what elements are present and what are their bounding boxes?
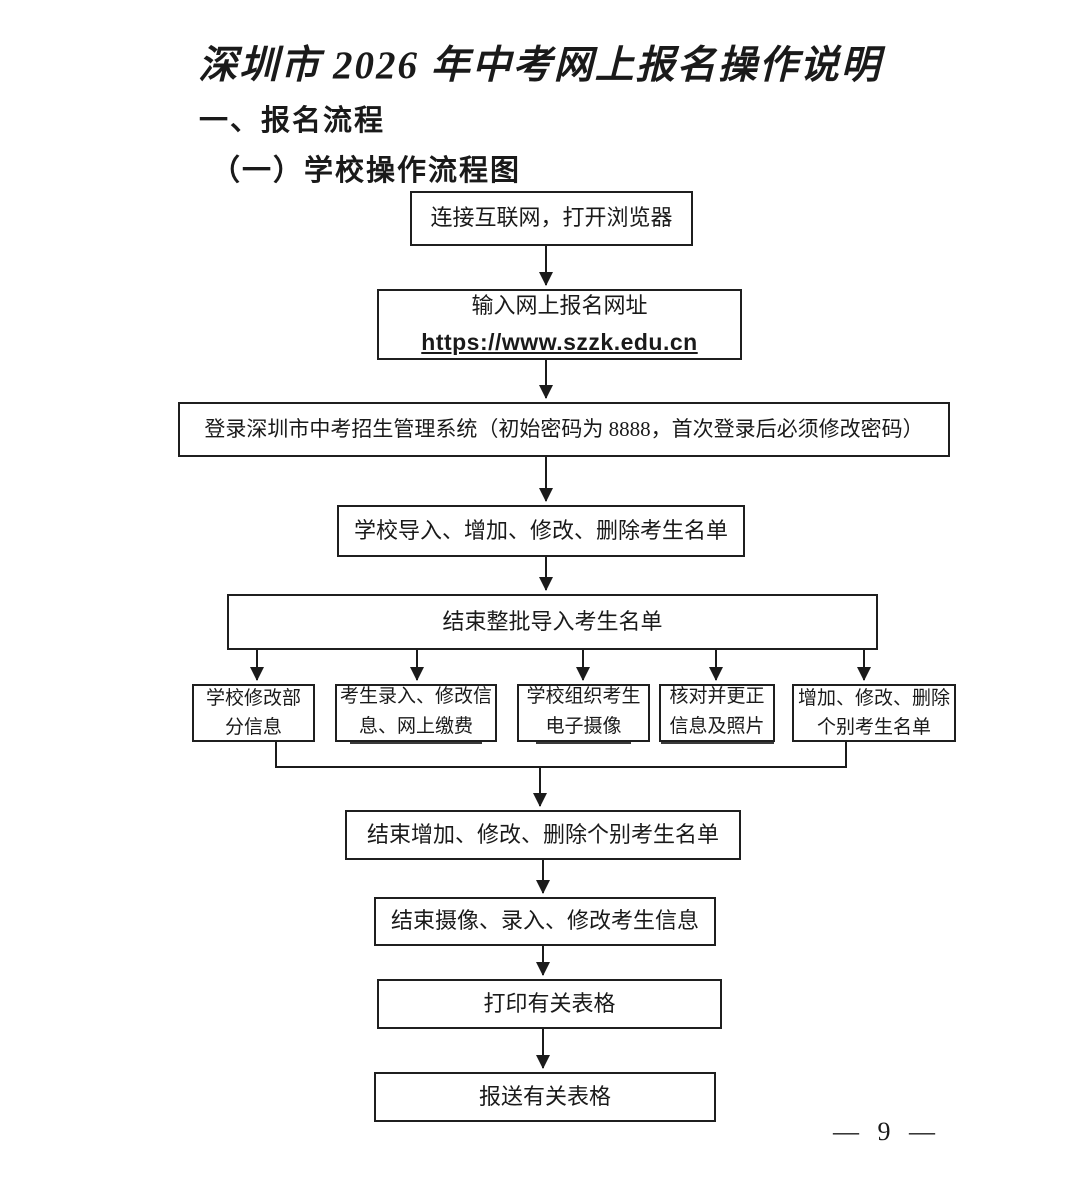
flow-step-import-list-label: 学校导入、增加、修改、删除考生名单 <box>353 517 728 543</box>
branch-merge-connector <box>275 742 847 768</box>
flow-branch-photo-capture-line1: 学校组织考生 <box>526 686 641 708</box>
flow-step-finish-batch-import: 结束整批导入考生名单 <box>227 594 878 650</box>
flow-step-login: 登录深圳市中考招生管理系统（初始密码为 8888，首次登录后必须修改密码） <box>178 402 950 457</box>
flow-step-connect: 连接互联网，打开浏览器 <box>410 191 693 246</box>
flow-branch-add-modify-delete: 增加、修改、删除 个别考生名单 <box>792 684 956 742</box>
flow-step-finish-capture: 结束摄像、录入、修改考生信息 <box>374 897 716 946</box>
flow-step-url: 输入网上报名网址 https://www.szzk.edu.cn <box>377 289 742 360</box>
flow-step-login-label: 登录深圳市中考招生管理系统（初始密码为 8888，首次登录后必须修改密码） <box>204 416 924 441</box>
registration-url-link[interactable]: https://www.szzk.edu.cn <box>421 329 698 356</box>
flow-step-url-label: 输入网上报名网址 <box>471 292 648 318</box>
flow-step-import-list: 学校导入、增加、修改、删除考生名单 <box>337 505 745 557</box>
flow-branch-school-edit: 学校修改部 分信息 <box>192 684 315 742</box>
flow-branch-verify-correct-line1: 核对并更正 <box>669 686 765 708</box>
flow-step-print-forms-label: 打印有关表格 <box>483 990 616 1016</box>
flow-branch-candidate-entry-line1: 考生录入、修改信 <box>339 686 492 708</box>
flow-branch-school-edit-line1: 学校修改部 <box>205 687 301 709</box>
flow-branch-photo-capture-line2: 电子摄像 <box>536 712 631 744</box>
flow-step-connect-label: 连接互联网，打开浏览器 <box>430 205 673 231</box>
flow-branch-school-edit-line2: 分信息 <box>224 717 282 738</box>
flow-branch-photo-capture: 学校组织考生 电子摄像 <box>517 684 650 744</box>
page-number: — 9 — <box>833 1117 941 1146</box>
flow-step-finish-batch-import-label: 结束整批导入考生名单 <box>442 608 663 634</box>
flow-branch-verify-correct: 核对并更正 信息及照片 <box>659 684 775 744</box>
flow-step-submit-forms-label: 报送有关表格 <box>478 1083 611 1109</box>
document-title: 深圳市 2026 年中考网上报名操作说明 <box>198 44 882 87</box>
flow-step-finish-capture-label: 结束摄像、录入、修改考生信息 <box>390 908 699 934</box>
flow-step-finish-individual: 结束增加、修改、删除个别考生名单 <box>345 810 741 860</box>
flow-branch-candidate-entry: 考生录入、修改信 息、网上缴费 <box>335 684 497 744</box>
flow-branch-candidate-entry-line2: 息、网上缴费 <box>349 712 482 744</box>
flow-branch-add-modify-delete-line2: 个别考生名单 <box>816 717 931 738</box>
flow-step-finish-individual-label: 结束增加、修改、删除个别考生名单 <box>366 821 719 847</box>
section-heading: 一、报名流程 <box>199 105 386 137</box>
flow-branch-add-modify-delete-line1: 增加、修改、删除 <box>797 687 950 709</box>
flow-step-print-forms: 打印有关表格 <box>377 979 722 1029</box>
flow-branch-verify-correct-line2: 信息及照片 <box>660 712 774 744</box>
subsection-heading: （一）学校操作流程图 <box>211 155 522 187</box>
flow-step-submit-forms: 报送有关表格 <box>374 1072 716 1122</box>
